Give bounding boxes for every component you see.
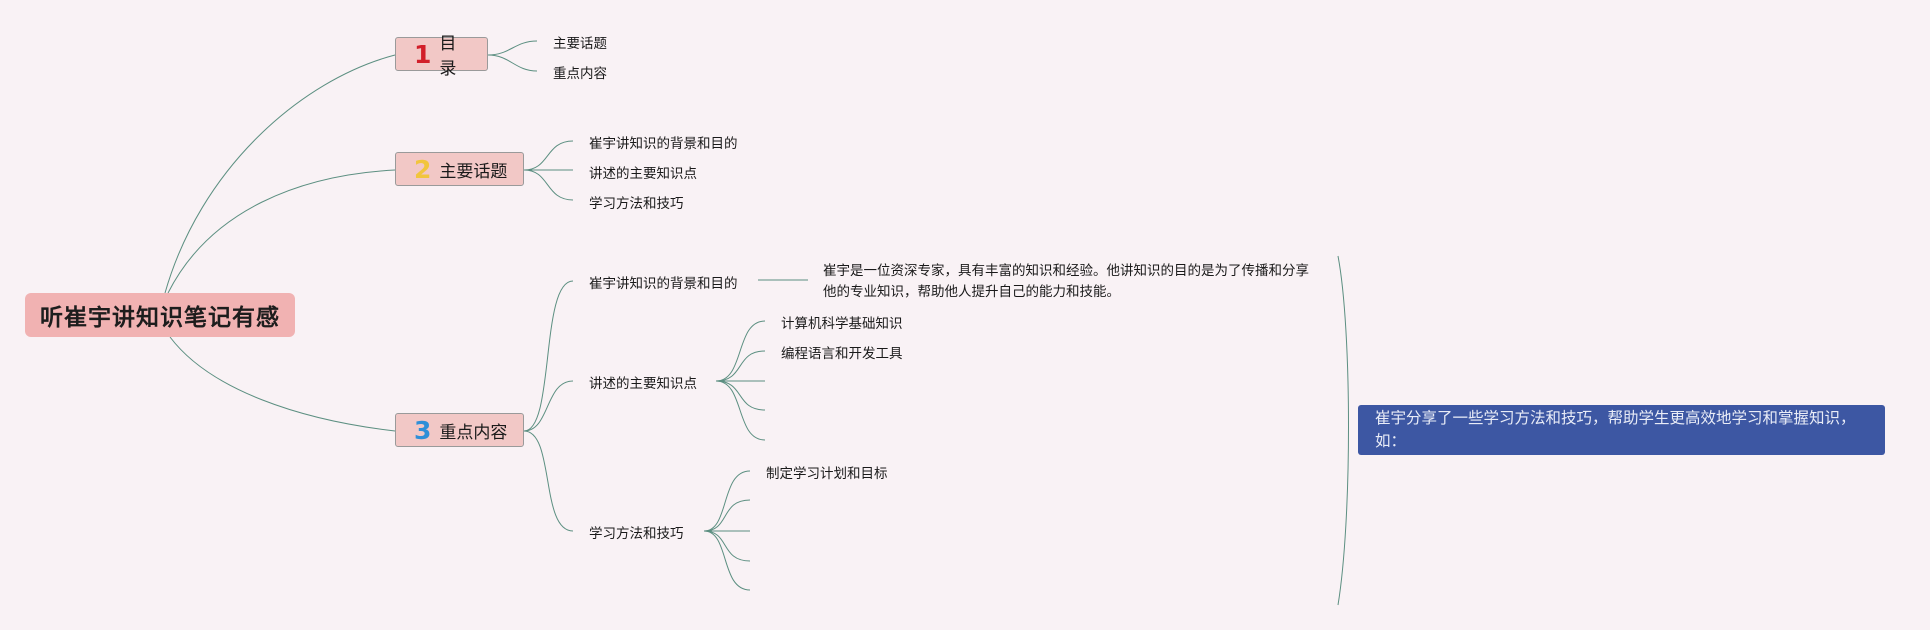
knowledge-point-node[interactable]: 计算机科学基础知识 [781,316,903,332]
topic-label: 重点内容 [439,422,508,443]
subtopic-node[interactable]: 学习方法和技巧 [589,196,684,212]
connector-t1-c1 [487,40,538,56]
connector-root-topic2 [167,169,396,294]
topic-node-main-topics[interactable]: 2 主要话题 [395,152,524,186]
connector-kp-1 [715,320,766,382]
topic-label: 主要话题 [439,161,508,182]
summary-bracket [1337,255,1349,606]
subtopic-node[interactable]: 主要话题 [553,36,607,52]
connector-t3-c2 [523,380,574,432]
connector-kp-5 [715,380,766,441]
knowledge-point-node[interactable]: 编程语言和开发工具 [781,346,903,362]
background-paragraph[interactable]: 崔宇是一位资深专家，具有丰富的知识和经验。他讲知识的目的是为了传播和分享他的专业… [823,263,1309,300]
connector-root-topic1 [164,54,396,294]
connector-t3-c3 [523,430,574,532]
subtopic-node-background[interactable]: 崔宇讲知识的背景和目的 [589,276,738,292]
connector-t2-c1 [523,140,574,171]
connector-t1-c2 [487,54,538,72]
subtopic-node[interactable]: 崔宇讲知识的背景和目的 [589,136,738,152]
topic-node-contents[interactable]: 1 目录 [395,34,488,79]
subtopic-node[interactable]: 讲述的主要知识点 [589,166,697,182]
root-node[interactable]: 听崔宇讲知识笔记有感 [25,293,295,337]
connector-t2-c3 [523,169,574,201]
connector-m-2 [703,499,751,532]
number-1-icon: 1 [414,39,432,69]
topic-node-key-content[interactable]: 3 重点内容 [395,413,524,447]
connector-m-1 [703,470,751,532]
number-3-icon: 3 [414,415,432,445]
subtopic-node-knowledge-points[interactable]: 讲述的主要知识点 [589,376,697,392]
connector-kp-2 [715,350,766,382]
method-node[interactable]: 制定学习计划和目标 [766,466,888,482]
summary-callout[interactable]: 崔宇分享了一些学习方法和技巧，帮助学生更高效地学习和掌握知识，如： [1358,405,1885,455]
subtopic-node-methods[interactable]: 学习方法和技巧 [589,526,684,542]
connector-root-topic3 [169,336,396,432]
root-label: 听崔宇讲知识笔记有感 [40,305,280,331]
connector-kp-4 [715,380,766,411]
summary-callout-text: 崔宇分享了一些学习方法和技巧，帮助学生更高效地学习和掌握知识，如： [1375,409,1856,450]
connector-m-5 [703,530,751,591]
connector-t3-c1 [523,280,574,432]
topic-label: 目录 [439,34,457,79]
number-2-icon: 2 [414,154,432,184]
connector-m-4 [703,530,751,562]
subtopic-node[interactable]: 重点内容 [553,66,607,82]
